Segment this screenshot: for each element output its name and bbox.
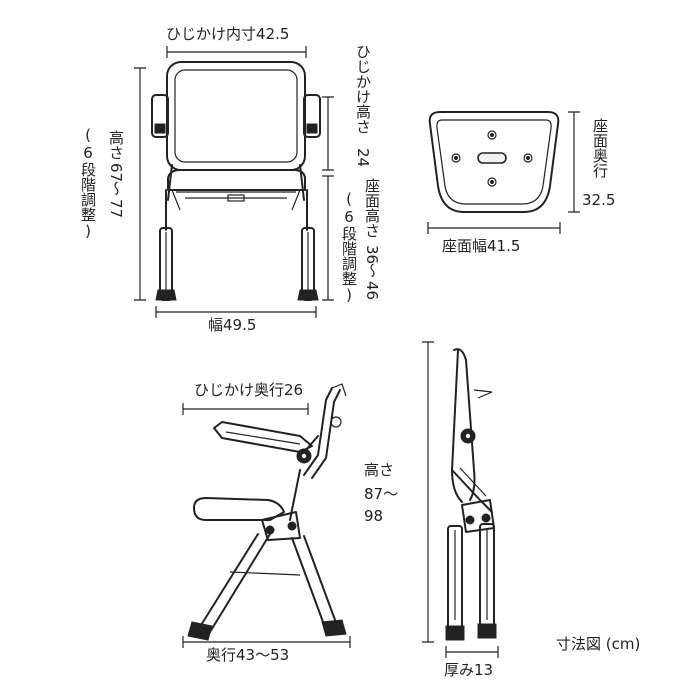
armrest-inner-width-label: ひじかけ内寸42.5 [166, 25, 290, 43]
seat-top-view [428, 111, 560, 213]
front-height-value-3: 77 [107, 199, 125, 219]
seat-height-value-2: 〜 [363, 263, 381, 278]
side-depth-label: 奥行43〜53 [206, 646, 290, 664]
seat-depth-label: 座面奥行 [591, 118, 609, 178]
side-height-label: 高さ [364, 461, 395, 479]
folded-view-chair [445, 348, 497, 641]
front-height-value-2: 〜 [107, 181, 125, 196]
folded-view-dimension-lines [445, 646, 499, 658]
seat-depth-value: 32.5 [582, 191, 616, 209]
side-view-dimension-lines [182, 341, 434, 648]
armrest-depth-label: ひじかけ奥行26 [194, 381, 304, 399]
front-width-label: 幅49.5 [208, 316, 257, 334]
seat-height-value-1: 36 [363, 245, 381, 265]
armrest-height-label: ひじかけ高さ [354, 44, 372, 134]
side-height-value-2: 98 [364, 507, 384, 525]
front-view-dimension-lines [134, 46, 334, 318]
front-height-value-1: 67 [107, 163, 125, 183]
armrest-height-value: 24 [354, 148, 372, 168]
dimension-caption: 寸法図 (cm) [556, 635, 641, 653]
front-height-adjust-note: (6段階調整) [79, 126, 97, 240]
seat-height-label: 座面高さ [363, 178, 381, 238]
seat-top-dimension-lines [427, 111, 580, 234]
side-height-value-1: 87〜 [364, 485, 399, 503]
folded-thickness-label: 厚み13 [444, 661, 494, 679]
seat-height-adjust-note: (6段階調整) [340, 190, 358, 304]
seat-width-label: 座面幅41.5 [442, 237, 521, 255]
front-height-label: 高さ [107, 130, 125, 160]
seat-height-value-3: 46 [363, 281, 381, 301]
front-view-chair [151, 61, 321, 301]
side-view-chair [187, 383, 347, 641]
